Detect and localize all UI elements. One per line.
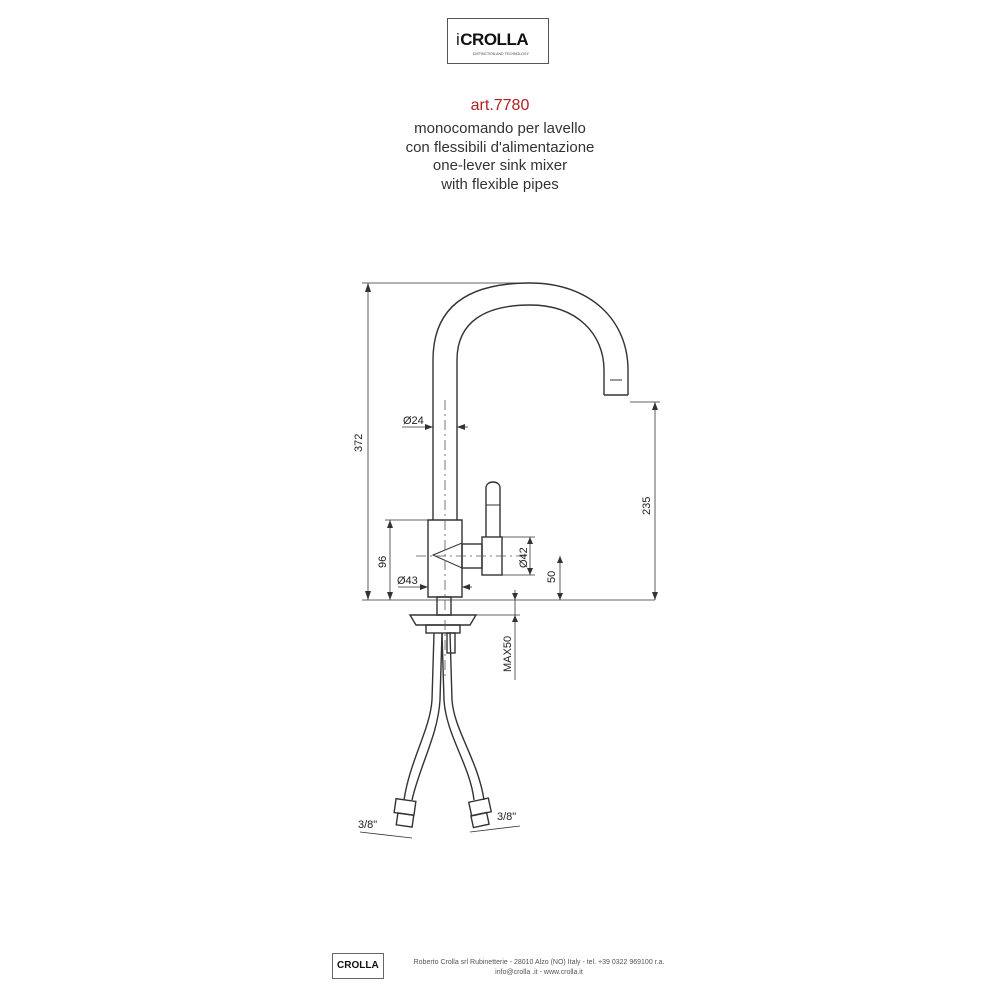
footer-address: Roberto Crolla srl Rubinetterie - 28010 … (413, 959, 665, 966)
label-body-diameter: Ø43 (397, 575, 418, 587)
hose-left (403, 632, 435, 801)
article-code: art.7780 (470, 97, 530, 114)
brand-tagline: DISTINCTION AND TECHNOLOGY (473, 52, 529, 56)
description-it-2: con flessibili d'alimentazione (405, 138, 595, 156)
mount-plate (408, 614, 478, 626)
hose-right (441, 632, 475, 801)
valve-marker (431, 542, 463, 569)
label-pipe-right: 3/8" (497, 811, 516, 823)
mixer-body (427, 519, 463, 598)
label-body-height: 96 (377, 556, 389, 568)
dim-pipe-right-line (469, 825, 521, 833)
brand-name: CROLLA (460, 30, 529, 49)
label-height-total: 372 (353, 434, 365, 452)
description-it-1: monocomando per lavello (414, 120, 586, 137)
spout-outer (432, 282, 629, 520)
brand-logo: iCROLLA DISTINCTION AND TECHNOLOGY (447, 18, 549, 64)
label-lever-diameter: Ø42 (518, 547, 530, 568)
description-en-2: with flexible pipes (441, 175, 559, 193)
brand-logo-wordmark: iCROLLA (456, 30, 529, 49)
lever-handle (485, 481, 501, 537)
footer-logo: CROLLA (332, 953, 384, 979)
description-en-1: one-lever sink mixer (432, 157, 568, 174)
label-pipe-left: 3/8" (358, 819, 377, 831)
product-header: art.7780 monocomando per lavello con fle… (0, 96, 1000, 194)
label-max-thickness: MAX50 (502, 636, 514, 672)
spout-inner (456, 304, 605, 520)
label-lever-offset: 50 (546, 571, 558, 583)
label-tube-diameter: Ø24 (403, 415, 424, 427)
footer-logo-text: CROLLA (337, 960, 379, 971)
mount-nut (425, 624, 461, 634)
label-spout-height: 235 (641, 497, 653, 515)
footer-web: info@crolla .it - www.crolla.it (495, 969, 583, 976)
footer-contact: Roberto Crolla srl Rubinetterie - 28010 … (394, 958, 684, 978)
dim-pipe-left-line (359, 831, 413, 839)
